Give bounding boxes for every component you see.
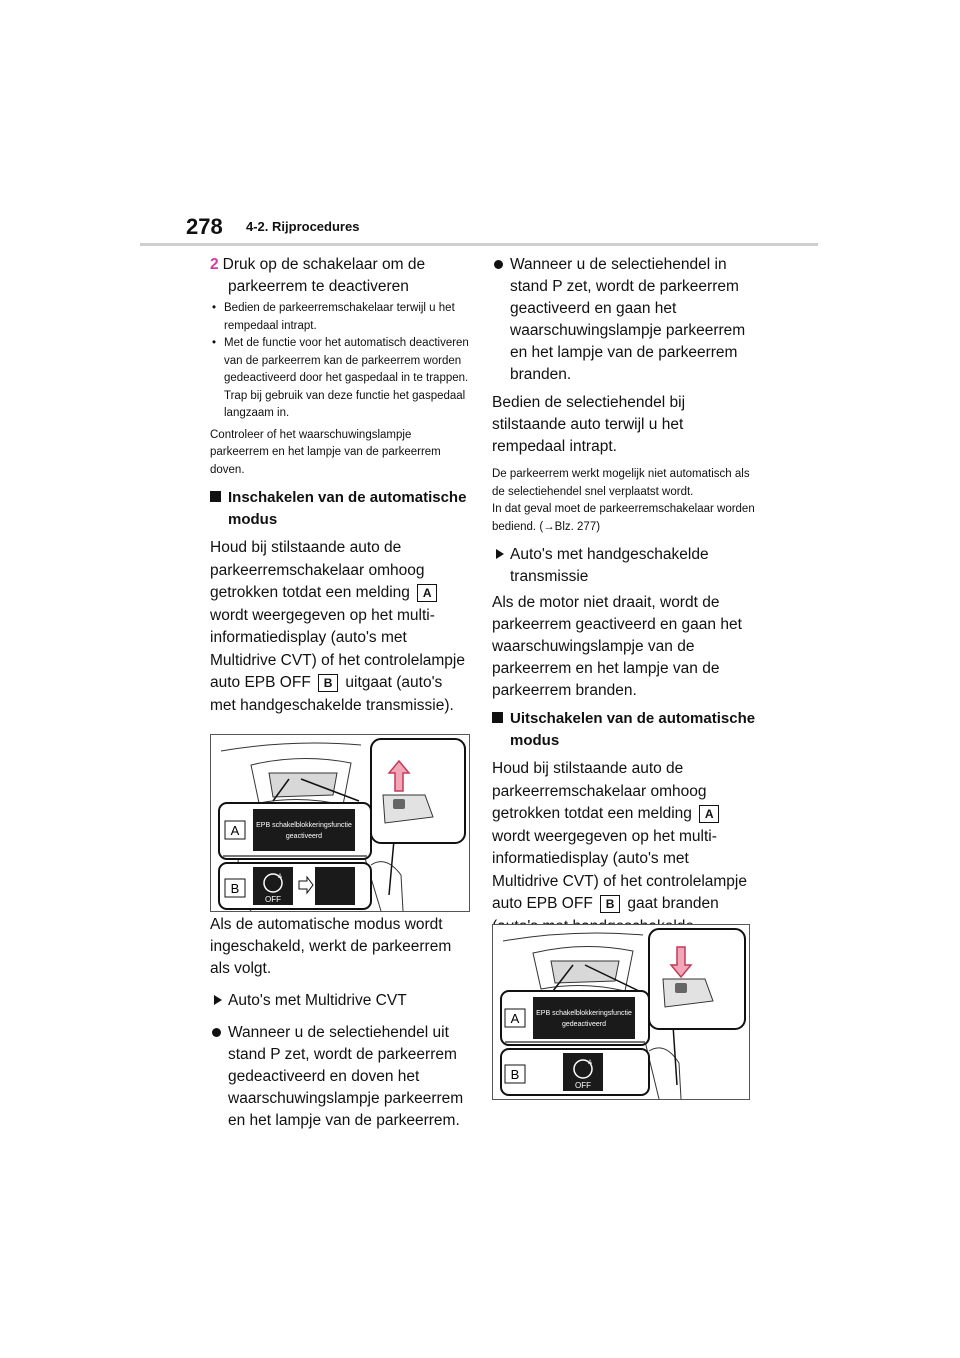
fig-icon-letter: A [278, 874, 282, 880]
section-title: 4-2. Rijprocedures [246, 219, 360, 234]
arrow-ref-icon: → [543, 520, 555, 533]
heading-text: Inschakelen van de automatische modus [228, 489, 467, 528]
fig-icon-letter: A [588, 1060, 592, 1066]
note-auto-1: De parkeerrem werkt mogelijk niet automa… [492, 468, 750, 498]
after-figure-text: Als de automatische modus wordt ingescha… [210, 916, 452, 977]
selector-paragraph: Bedien de selectiehendel bij stilstaande… [492, 394, 686, 455]
heading2-text: Uitschakelen van de automatische modus [510, 710, 756, 749]
disable-text-b: wordt weergegeven op het multi-informati… [492, 827, 747, 913]
manual-paragraph: Als de motor niet draait, wordt de parke… [492, 594, 742, 699]
square-bullet-icon [210, 491, 221, 502]
dot-item-1-text: Wanneer u de selectiehendel uit stand P … [228, 1024, 464, 1129]
page-reference: Blz. 277) [554, 520, 601, 533]
triangle-bullet-icon [214, 995, 222, 1005]
sub-cvt: Auto's met Multidrive CVT [210, 990, 470, 1012]
disable-text-a: Houd bij stilstaande auto de parkeerrems… [492, 760, 707, 822]
fig-message-line2: gedeactiveerd [562, 1021, 606, 1028]
dot-item-2: Wanneer u de selectiehendel in stand P z… [492, 254, 758, 386]
note-auto-2: In dat geval moet de parkeerremschakelaa… [492, 501, 758, 536]
heading-enable-auto: Inschakelen van de automatische modus [210, 487, 470, 531]
bullet-2: Met de functie voor het automatisch deac… [210, 335, 470, 423]
triangle-bullet-icon [496, 549, 504, 559]
dashboard-illustration: A B EPB schakelblokkeringsfunctie geacti… [218, 738, 466, 911]
label-box-a: A [699, 804, 720, 823]
fig-label-a: A [231, 823, 240, 838]
fig-message-line1: EPB schakelblokkeringsfunctie [536, 1010, 632, 1017]
fig-label-b: B [511, 1067, 520, 1082]
page-number: 278 [186, 214, 223, 239]
header-rule [140, 243, 818, 246]
label-box-b: B [600, 894, 621, 913]
square-bullet-icon [492, 712, 503, 723]
fig-off-text: OFF [265, 895, 281, 904]
enable-text-b: wordt weergegeven op het multi-informati… [210, 606, 465, 692]
fig-message-line1: EPB schakelblokkeringsfunctie [256, 822, 352, 829]
right-column: Wanneer u de selectiehendel in stand P z… [492, 254, 758, 961]
dot-item-1: Wanneer u de selectiehendel uit stand P … [210, 1022, 470, 1132]
label-box-b: B [318, 673, 339, 692]
fig-off-text: OFF [575, 1081, 591, 1090]
step-number: 2 [210, 256, 219, 273]
enable-text-a: Houd bij stilstaande auto de parkeerrems… [210, 539, 425, 601]
fig-message-line2: geactiveerd [286, 833, 322, 840]
dot-bullet-icon [494, 260, 503, 269]
note-auto-2a: In dat geval moet de parkeerremschakelaa… [492, 503, 755, 533]
step-text: Druk op de schakelaar om de parkeerrem t… [222, 256, 426, 295]
bullet-1: Bedien de parkeerremschakelaar terwijl u… [210, 300, 470, 335]
dot-item-2-text: Wanneer u de selectiehendel in stand P z… [510, 256, 746, 383]
enable-text-c: uitgaat (auto's met handgeschakelde tran… [210, 674, 454, 714]
enable-paragraph: Houd bij stilstaande auto de parkeerrems… [210, 537, 470, 717]
left-column-lower: Als de automatische modus wordt ingescha… [210, 914, 470, 1132]
fig-label-a: A [511, 1011, 520, 1026]
sub-manual-text: Auto's met handgeschakelde transmissie [510, 546, 709, 585]
label-box-a: A [417, 583, 438, 602]
figure-disable-auto: A B EPB schakelblokkeringsfunctie gedeac… [492, 924, 750, 1100]
sub-cvt-text: Auto's met Multidrive CVT [228, 992, 407, 1009]
fig-label-b: B [231, 881, 240, 896]
heading-disable-auto: Uitschakelen van de automatische modus [492, 708, 758, 752]
figure-enable-auto: A B EPB schakelblokkeringsfunctie geacti… [210, 734, 470, 912]
sub-manual: Auto's met handgeschakelde transmissie [492, 544, 758, 588]
dot-bullet-icon [212, 1028, 221, 1037]
note-text: Controleer of het waarschuwingslampje pa… [210, 428, 441, 476]
dashboard-illustration: A B EPB schakelblokkeringsfunctie gedeac… [500, 928, 746, 1099]
